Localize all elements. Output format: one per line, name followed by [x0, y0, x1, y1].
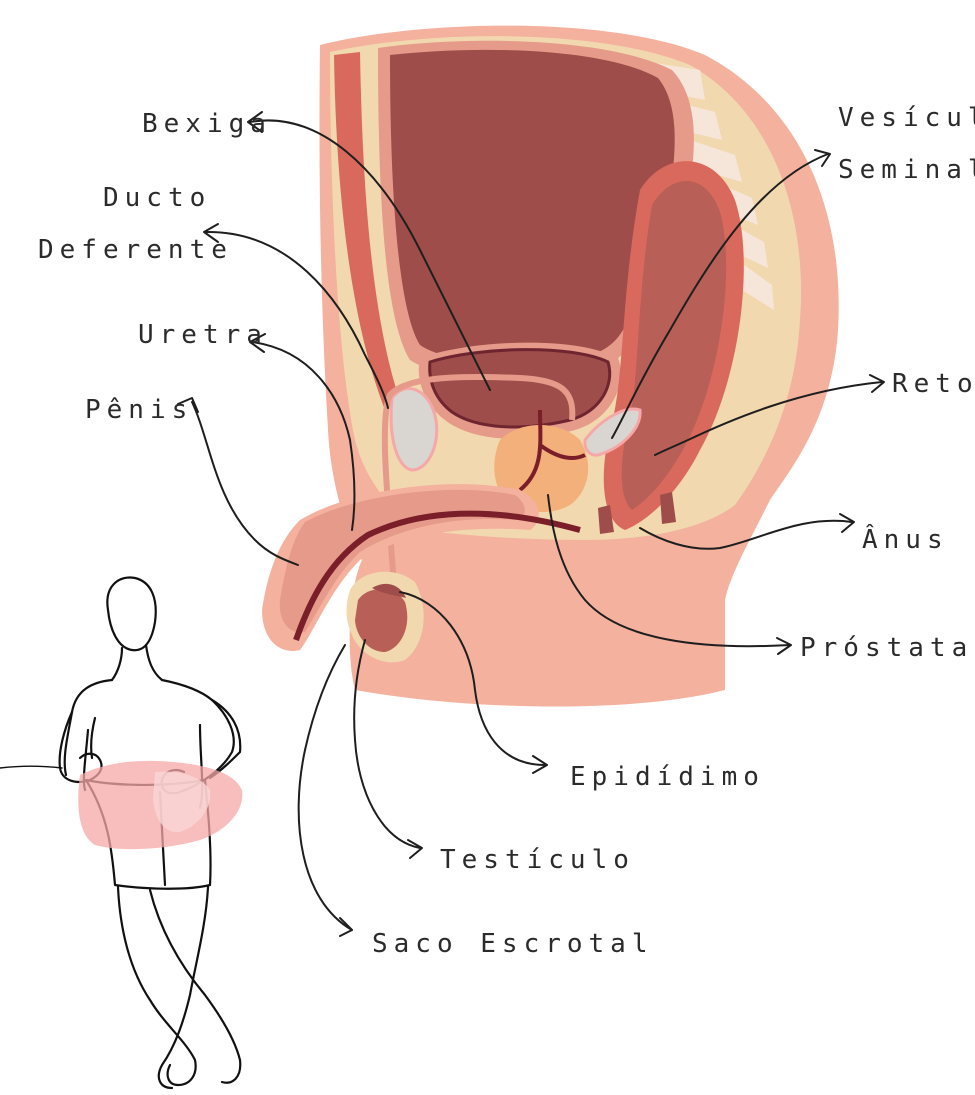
arrowhead-testiculo [408, 840, 422, 858]
figure-head [107, 577, 155, 650]
figure-pointer-line [0, 766, 62, 768]
label-saco-escrotal: Saco Escrotal [372, 929, 654, 959]
label-penis: Pênis [85, 395, 193, 425]
arrowhead-anus [840, 514, 854, 532]
leader-saco [299, 645, 352, 930]
leader-penis [192, 402, 298, 565]
label-ducto-line2: Deferente [38, 235, 233, 265]
label-vesicula-line2: Seminal [838, 155, 975, 185]
label-testiculo: Testículo [440, 845, 635, 875]
bladder-pouch [430, 350, 610, 427]
figure-outline [0, 577, 242, 1088]
figure-legs [118, 887, 240, 1088]
label-bexiga: Bexiga [142, 109, 272, 139]
label-prostata: Próstata [800, 633, 973, 663]
label-epididimo: Epidídimo [570, 762, 765, 792]
label-vesicula-line1: Vesícula [838, 103, 975, 133]
label-ducto-line1: Ducto [103, 183, 211, 213]
pubic-bone [391, 389, 437, 470]
label-reto: Reto [892, 369, 975, 399]
label-anus: Ânus [862, 523, 949, 555]
anatomy-illustration [262, 26, 839, 707]
label-uretra: Uretra [138, 320, 268, 350]
